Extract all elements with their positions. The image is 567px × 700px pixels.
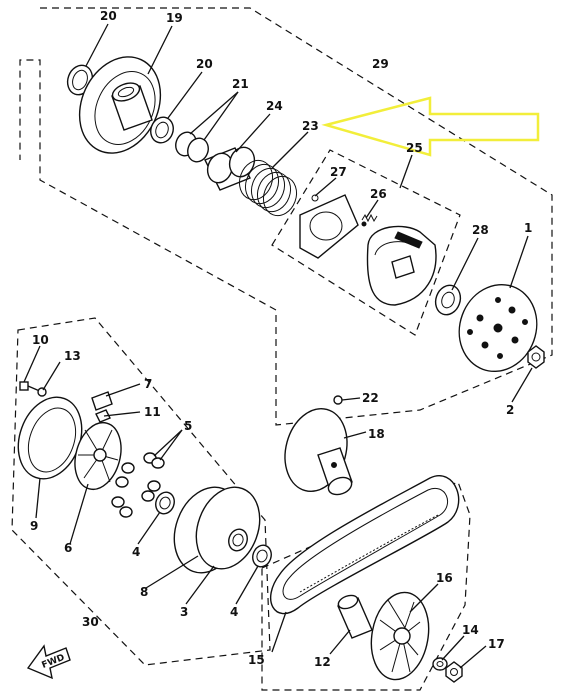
label-18: 18 (368, 427, 385, 441)
nut-2 (527, 345, 545, 369)
secondary-sheave-18 (284, 407, 353, 496)
label-26: 26 (370, 187, 387, 201)
label-27: 27 (330, 165, 347, 179)
label-28: 28 (472, 223, 489, 237)
label-24: 24 (266, 99, 283, 113)
label-5: 5 (184, 419, 192, 433)
collar-4-right (252, 544, 272, 568)
label-13: 13 (64, 349, 81, 363)
label-9: 9 (30, 519, 38, 533)
o-rings-21 (175, 131, 209, 163)
label-30: 30 (82, 615, 99, 629)
label-7: 7 (144, 377, 152, 391)
label-11: 11 (144, 405, 161, 419)
clutch-carrier-25 (366, 225, 437, 306)
assembly-30-outline (11, 317, 271, 666)
washer-28 (434, 284, 462, 316)
label-4-left: 4 (132, 545, 140, 559)
label-8: 8 (140, 585, 148, 599)
label-16: 16 (436, 571, 453, 585)
assembly-15-outline (261, 481, 471, 691)
spacer-11 (95, 409, 111, 423)
label-10: 10 (32, 333, 49, 347)
clutch-plate-27 (299, 194, 359, 259)
oil-seal-20 (150, 116, 174, 144)
ramp-plate-6 (74, 421, 122, 491)
part-labels: 20 19 20 21 24 23 29 25 27 26 28 1 2 10 … (30, 9, 532, 669)
label-1: 1 (524, 221, 532, 235)
pin-22 (333, 395, 343, 405)
movable-sheave-3 (173, 486, 261, 574)
label-17: 17 (488, 637, 505, 651)
slider-7 (91, 391, 113, 411)
collar-24 (204, 146, 256, 191)
label-15: 15 (248, 653, 265, 667)
fan-pulley-16 (370, 591, 430, 681)
leader-lines (23, 23, 533, 669)
weight-rollers-5 (111, 452, 165, 518)
clutch-housing-1 (458, 283, 538, 373)
nut-17 (445, 661, 463, 683)
drive-belt-15 (270, 475, 460, 615)
assembly-29-outline (19, 7, 553, 426)
label-29: 29 (372, 57, 389, 71)
label-4-right: 4 (230, 605, 238, 619)
primary-sheave-19 (78, 56, 162, 154)
label-6: 6 (64, 541, 72, 555)
fwd-arrow-icon: FWD (26, 644, 71, 680)
label-21: 21 (232, 77, 249, 91)
washer-14 (432, 657, 448, 671)
washer-13 (37, 387, 47, 397)
label-20-top: 20 (100, 9, 117, 23)
assembly-25-outline (271, 149, 461, 336)
collar-12 (337, 594, 373, 639)
highlight-arrow (321, 96, 540, 157)
spring-pin-26 (361, 213, 378, 227)
label-20: 20 (196, 57, 213, 71)
label-25: 25 (406, 141, 423, 155)
label-2: 2 (506, 403, 514, 417)
compression-spring-23 (238, 159, 298, 217)
label-19: 19 (166, 11, 183, 25)
label-3: 3 (180, 605, 188, 619)
collar-4-left (155, 491, 175, 515)
label-12: 12 (314, 655, 331, 669)
label-23: 23 (302, 119, 319, 133)
label-14: 14 (462, 623, 479, 637)
label-22: 22 (362, 391, 379, 405)
